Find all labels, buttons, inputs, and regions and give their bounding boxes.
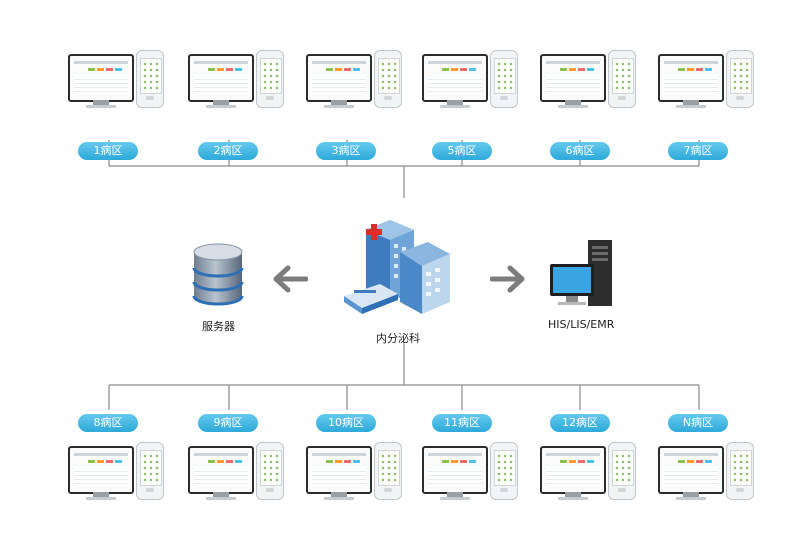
workstation-icon xyxy=(186,50,296,110)
workstation-icon xyxy=(66,442,176,502)
ward-label: N病区 xyxy=(668,414,728,432)
workstation-icon xyxy=(420,442,530,502)
workstation-icon xyxy=(656,442,766,502)
workstation-icon xyxy=(304,442,414,502)
arrow-left-icon xyxy=(273,265,308,293)
ward-node: 12病区 xyxy=(538,414,648,524)
arrow-right-icon xyxy=(490,265,525,293)
workstation-icon xyxy=(304,50,414,110)
workstation-icon xyxy=(420,50,530,110)
ward-node: 3病区 xyxy=(304,50,414,160)
tablet-icon xyxy=(136,442,164,500)
ward-label: 3病区 xyxy=(316,142,376,160)
center-label: 内分泌科 xyxy=(376,332,420,345)
server-label: 服务器 xyxy=(202,320,235,333)
tablet-icon xyxy=(374,50,402,108)
ward-node: 10病区 xyxy=(304,414,414,524)
tablet-icon xyxy=(136,50,164,108)
ward-node: 7病区 xyxy=(656,50,766,160)
ward-node: 5病区 xyxy=(420,50,530,160)
ward-label: 8病区 xyxy=(78,414,138,432)
ward-label: 7病区 xyxy=(668,142,728,160)
workstation-icon xyxy=(656,50,766,110)
tablet-icon xyxy=(256,50,284,108)
ward-label: 1病区 xyxy=(78,142,138,160)
tablet-icon xyxy=(726,50,754,108)
hospital-icon xyxy=(344,220,450,314)
ward-label: 11病区 xyxy=(432,414,492,432)
ward-label: 12病区 xyxy=(550,414,610,432)
workstation-icon xyxy=(538,50,648,110)
ward-label: 10病区 xyxy=(316,414,376,432)
ward-label: 5病区 xyxy=(432,142,492,160)
ward-node: N病区 xyxy=(656,414,766,524)
ward-node: 6病区 xyxy=(538,50,648,160)
ward-node: 1病区 xyxy=(66,50,176,160)
ward-label: 6病区 xyxy=(550,142,610,160)
tablet-icon xyxy=(374,442,402,500)
tablet-icon xyxy=(726,442,754,500)
database-server-icon xyxy=(192,243,244,306)
ward-node: 2病区 xyxy=(186,50,296,160)
workstation-icon xyxy=(66,50,176,110)
tablet-icon xyxy=(608,442,636,500)
his-label: HIS/LIS/EMR xyxy=(548,318,615,331)
ward-label: 9病区 xyxy=(198,414,258,432)
tablet-icon xyxy=(256,442,284,500)
computer-workstation-icon xyxy=(550,240,612,306)
ward-label: 2病区 xyxy=(198,142,258,160)
ward-node: 9病区 xyxy=(186,414,296,524)
workstation-icon xyxy=(186,442,296,502)
ward-node: 11病区 xyxy=(420,414,530,524)
workstation-icon xyxy=(538,442,648,502)
tablet-icon xyxy=(490,50,518,108)
ward-node: 8病区 xyxy=(66,414,176,524)
tablet-icon xyxy=(490,442,518,500)
tablet-icon xyxy=(608,50,636,108)
